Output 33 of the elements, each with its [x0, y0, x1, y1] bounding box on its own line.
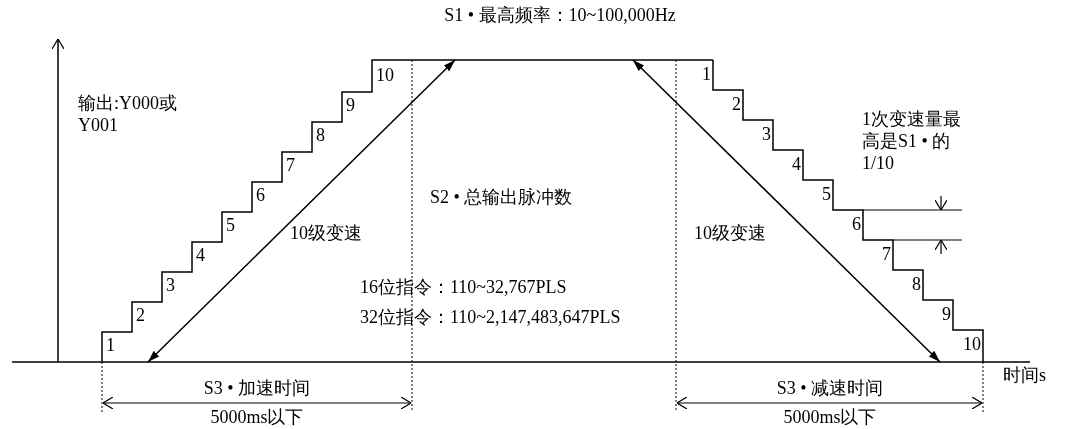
step-number: 2	[136, 304, 146, 326]
step-number: 8	[911, 273, 921, 295]
step-number: 1	[701, 63, 711, 85]
pulse-range-label: 32位指令：110~2,147,483,647PLS	[360, 306, 622, 328]
step-number: 8	[316, 124, 326, 146]
step-number: 6	[851, 213, 861, 235]
time-limit-label: 5000ms以下	[209, 406, 305, 428]
step-number: 1	[106, 334, 116, 356]
speed-steps-label: 10级变速	[290, 222, 363, 244]
step-size-note: 1次变速量最高是S1 • 的1/10	[862, 108, 962, 174]
step-number: 3	[166, 274, 176, 296]
step-number: 9	[346, 94, 356, 116]
step-number: 5	[821, 183, 831, 205]
pulse-range-label: 16位指令：110~32,767PLS	[360, 276, 568, 298]
step-number: 5	[226, 214, 236, 236]
step-number: 6	[256, 184, 266, 206]
speed-steps-label: 10级变速	[694, 222, 767, 244]
time-limit-label: 5000ms以下	[782, 406, 878, 428]
step-number: 2	[731, 93, 741, 115]
time-axis-label: 时间s	[1003, 364, 1047, 386]
acceleration-time-label: S3 • 加速时间	[202, 377, 312, 399]
output-label: 输出:Y000或Y001	[78, 92, 178, 136]
step-number: 10	[962, 333, 981, 355]
step-number: 3	[761, 123, 771, 145]
step-number: 7	[286, 154, 296, 176]
max-frequency-label: S1 • 最高频率：10~100,000Hz	[443, 4, 677, 26]
total-pulses-label: S2 • 总输出脉冲数	[430, 186, 574, 208]
step-number: 7	[881, 243, 891, 265]
deceleration-time-label: S3 • 减速时间	[775, 377, 885, 399]
step-number: 10	[376, 64, 395, 86]
step-number: 9	[941, 303, 951, 325]
step-number: 4	[791, 153, 801, 175]
step-number: 4	[196, 244, 206, 266]
